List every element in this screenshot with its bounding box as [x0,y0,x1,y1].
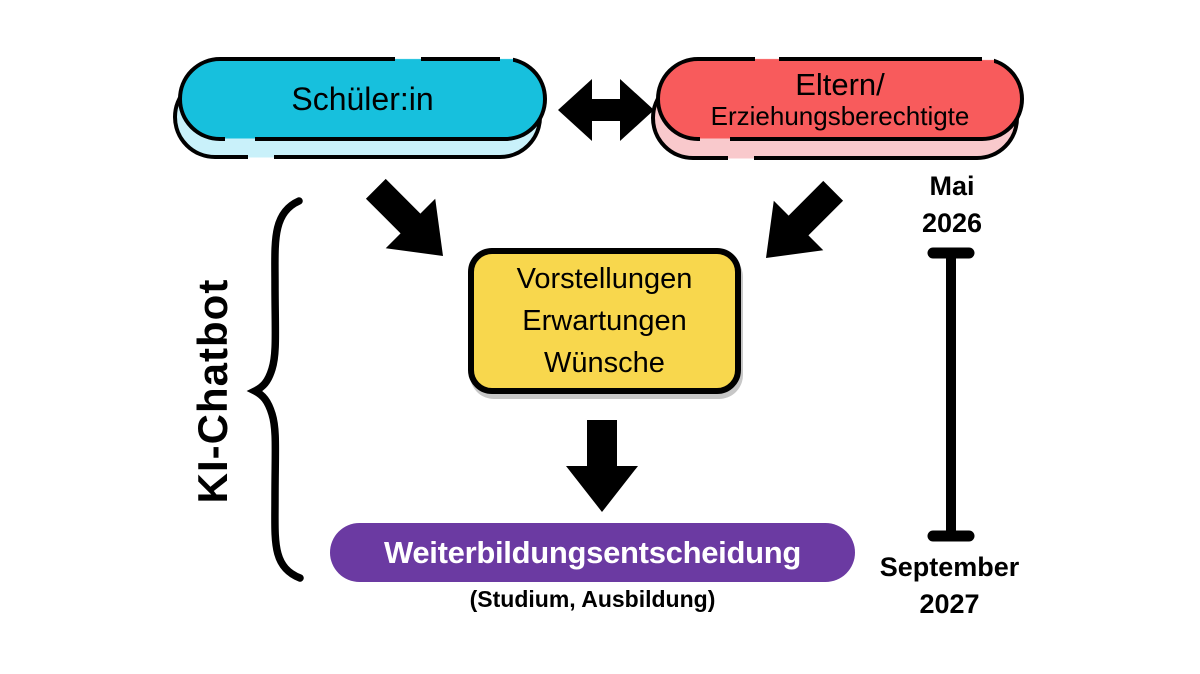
pill-outline-gap [225,134,255,143]
pill-outline-gap [982,56,994,64]
brace-label: KI-Chatbot [189,278,236,504]
pill-outline-gap [395,55,421,63]
ideas-line-1: Vorstellungen [516,263,693,295]
arrow-bidirectional-icon [558,79,654,141]
student-pill: Schüler:in [178,57,547,141]
parents-label-line1: Eltern/ [795,67,885,103]
pill-outline-gap [700,134,730,143]
parents-pill: Eltern/ Erziehungsberechtigte [656,57,1024,141]
arrow-student-to-ideas-icon [365,178,443,256]
decision-label: Weiterbildungsentscheidung [383,534,802,570]
ideas-line-3: Wünsche [544,347,665,379]
timeline-bar [927,247,975,542]
arrow-parents-to-ideas-icon [766,180,844,258]
ideas-box: Vorstellungen Erwartungen Wünsche [468,248,741,394]
pill-outline-gap [500,55,513,63]
parents-label-line2: Erziehungsberechtigte [710,100,970,131]
curly-brace-icon [246,197,304,582]
decision-subtitle: (Studium, Ausbildung) [469,586,716,612]
timeline-start-month: Mai [929,171,975,201]
timeline-end-month: September [879,552,1020,582]
timeline-end-label: September 2027 [872,549,1027,623]
pill-outline-gap [755,55,779,63]
timeline-end-year: 2027 [919,589,980,619]
timeline-start-label: Mai 2026 [898,168,1006,242]
student-label: Schüler:in [291,80,434,117]
timeline-start-year: 2026 [921,208,983,238]
decision-pill: Weiterbildungsentscheidung [330,523,855,582]
pill-outline-gap [728,154,754,163]
ideas-line-2: Erwartungen [522,305,687,337]
arrow-ideas-to-decision-icon [566,420,638,512]
pill-outline-gap [248,153,274,162]
